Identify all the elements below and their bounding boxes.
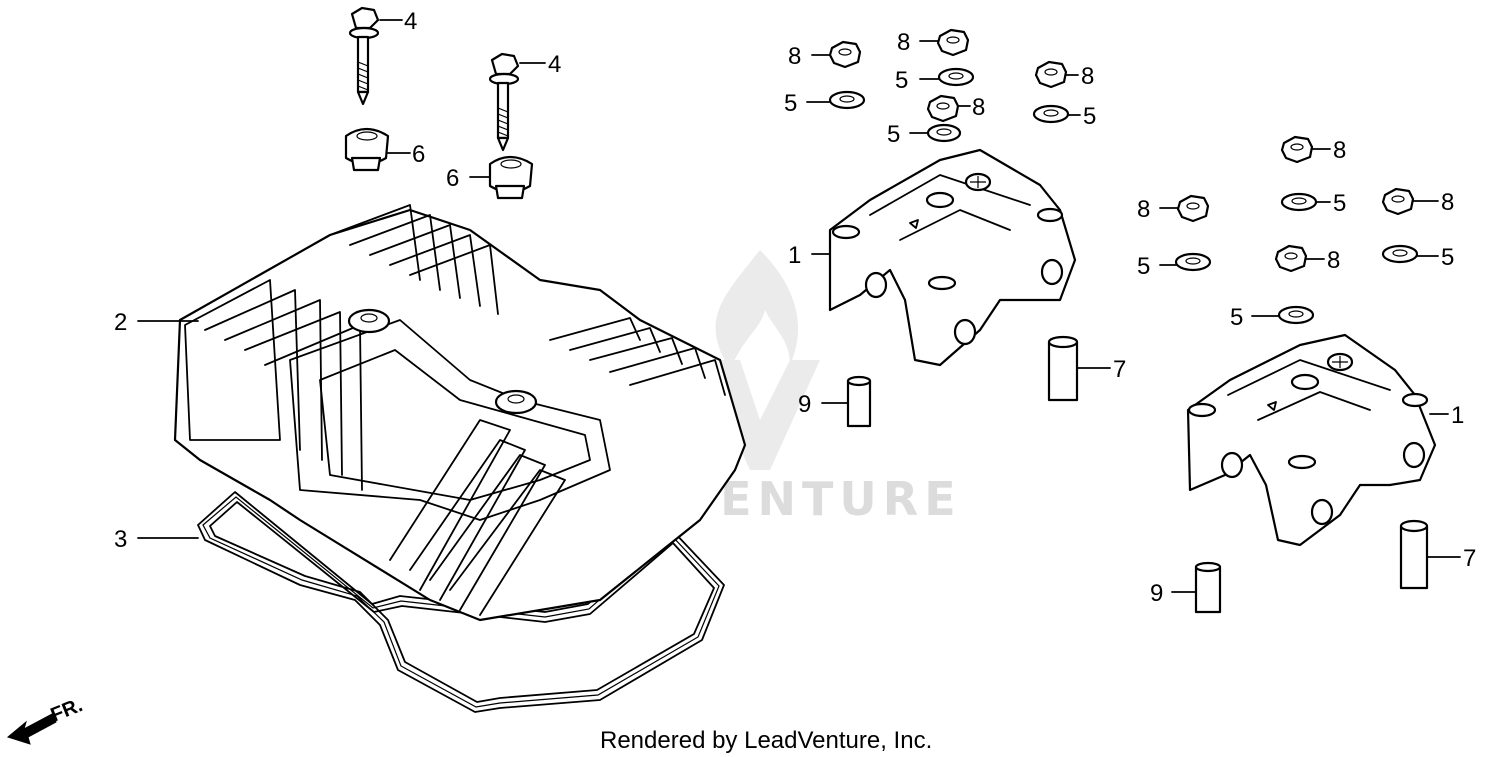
- nut-1: [828, 40, 862, 69]
- dowel-pin-7b: [1399, 519, 1429, 590]
- washer-5: [1280, 192, 1318, 212]
- front-direction-label: FR.: [48, 694, 86, 726]
- callout-8: 8: [1333, 137, 1346, 164]
- callout-3: 3: [114, 526, 127, 553]
- callout-7: 7: [1113, 356, 1126, 383]
- rocker-arm-holder-upper: [828, 148, 1077, 367]
- leader-lines: [137, 19, 1461, 593]
- nut-3: [1034, 60, 1068, 89]
- callout-5: 5: [1137, 253, 1150, 280]
- washer-1: [828, 90, 866, 110]
- callout-1: 1: [1451, 402, 1464, 429]
- callout-7: 7: [1463, 545, 1476, 572]
- callout-8: 8: [972, 94, 985, 121]
- callout-4: 4: [404, 8, 417, 35]
- washer-2: [937, 67, 975, 87]
- bolt-left: [348, 6, 380, 106]
- callout-8: 8: [1137, 196, 1150, 223]
- callout-2: 2: [114, 309, 127, 336]
- callout-5: 5: [887, 121, 900, 148]
- callout-4: 4: [548, 51, 561, 78]
- nut-2: [936, 28, 970, 57]
- nut-4: [926, 94, 960, 123]
- callout-6: 6: [446, 165, 459, 192]
- gasket: [197, 491, 725, 713]
- grommet-left: [344, 127, 390, 172]
- callout-8: 8: [788, 43, 801, 70]
- dowel-pin-7a: [1047, 335, 1079, 402]
- nut-5: [1280, 135, 1314, 164]
- washer-8: [1277, 305, 1315, 325]
- washer-6: [1174, 252, 1212, 272]
- washer-7: [1381, 244, 1419, 264]
- callout-5: 5: [1083, 103, 1096, 130]
- callout-5: 5: [1333, 190, 1346, 217]
- callout-8: 8: [897, 29, 910, 56]
- callout-8: 8: [1327, 247, 1340, 274]
- footer-credit: Rendered by LeadVenture, Inc.: [600, 727, 932, 754]
- callout-9: 9: [1150, 580, 1163, 607]
- callout-5: 5: [784, 90, 797, 117]
- watermark-logo: [700, 250, 820, 470]
- washer-3: [1032, 104, 1070, 124]
- nut-6: [1176, 194, 1210, 223]
- front-direction-arrow: [6, 713, 57, 745]
- callout-5: 5: [895, 67, 908, 94]
- callout-6: 6: [412, 141, 425, 168]
- nut-7: [1381, 187, 1415, 216]
- callout-5: 5: [1230, 304, 1243, 331]
- cylinder-head-cover: [173, 204, 747, 622]
- dowel-pin-9a: [846, 375, 872, 428]
- rocker-arm-holder-lower: [1186, 333, 1437, 547]
- callout-5: 5: [1441, 244, 1454, 271]
- washer-4: [926, 123, 962, 143]
- nut-8: [1274, 244, 1308, 273]
- callout-8: 8: [1081, 63, 1094, 90]
- callout-1: 1: [788, 242, 801, 269]
- callout-labels: 4 4 6 6 2 3 8 8 8 8 5 5 5 5 1 7 9 8 8 5 …: [114, 8, 1476, 607]
- dowel-pin-9b: [1194, 561, 1222, 614]
- grommet-right: [488, 155, 534, 200]
- callout-8: 8: [1441, 189, 1454, 216]
- callout-9: 9: [798, 391, 811, 418]
- bolt-right: [488, 52, 520, 152]
